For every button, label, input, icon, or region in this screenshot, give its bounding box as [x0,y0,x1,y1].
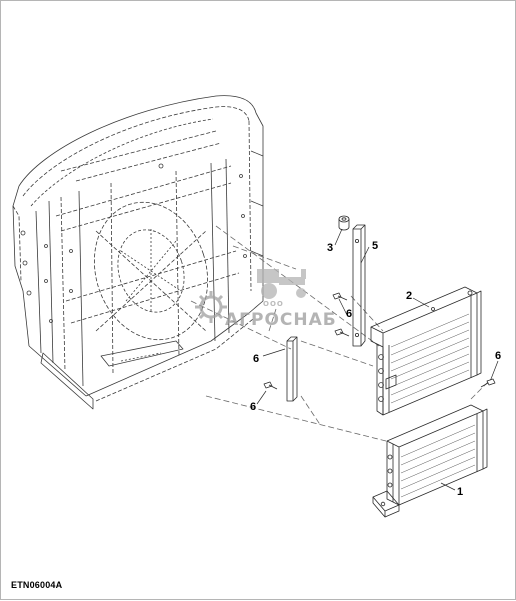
alignment-lines [190,225,492,442]
small-strap-bracket [286,336,298,402]
part-6-bolt-upper-a [332,292,348,301]
callout-6-right: 6 [495,350,501,362]
figure-id-label: ETN06004A [11,580,63,590]
part-6-bolt-upper-b [334,328,350,337]
radiator-frame-assembly [12,95,264,410]
part-3-nut [338,215,350,231]
watermark-small-text: ООО [263,300,284,308]
tractor-icon [257,269,306,299]
callout-6-lower: 6 [250,401,256,413]
watermark-logo: ООО АГРОСНАБ [195,269,337,330]
part-6-bolt-lower [263,381,278,390]
callout-3: 3 [327,242,333,254]
watermark-text: АГРОСНАБ [225,310,337,330]
part-6-bolt-right [480,378,496,388]
part-5-bracket [352,224,366,347]
callout-5: 5 [372,240,378,252]
part-2-cooler [370,286,482,416]
callout-6-middle: 6 [253,353,259,365]
callout-2: 2 [406,290,412,302]
gear-icon [195,291,227,323]
leader-lines [256,228,499,491]
part-1-cooler [372,404,488,518]
callout-1: 1 [457,486,463,498]
callout-6-upper: 6 [346,308,352,320]
